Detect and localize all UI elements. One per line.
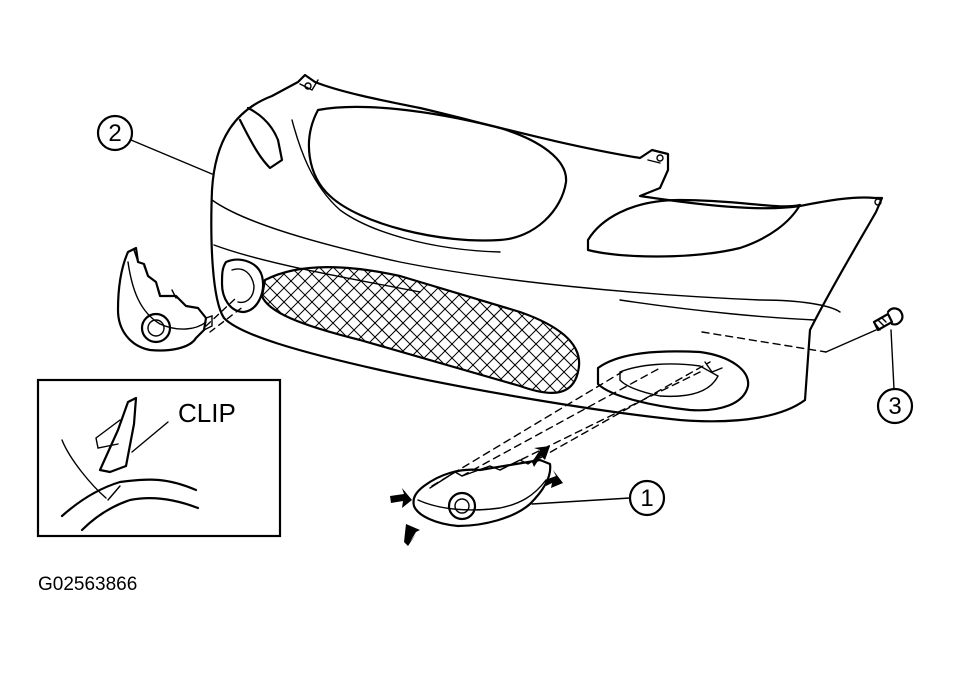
mesh-line — [262, 267, 323, 393]
mesh-line — [262, 267, 281, 393]
mesh-line — [64, 250, 224, 410]
figure-id: G02563866 — [38, 574, 137, 595]
callout-3-label: 3 — [888, 393, 901, 420]
mesh-line — [511, 267, 580, 393]
mesh-line — [567, 267, 580, 393]
mesh-line — [64, 250, 224, 410]
mesh-line — [666, 250, 826, 410]
mesh-line — [553, 267, 580, 393]
mesh-line — [624, 250, 784, 410]
mesh-line — [539, 267, 580, 393]
clip-detail-inset: CLIP — [36, 378, 282, 538]
mesh-line — [582, 250, 742, 410]
mesh-line — [262, 267, 309, 393]
mesh-line — [582, 250, 742, 410]
front-bumper — [64, 73, 884, 423]
mesh-line — [610, 250, 770, 410]
mesh-line — [666, 250, 826, 410]
left-fog-lamp-cover — [116, 246, 245, 352]
mesh-line — [624, 250, 784, 410]
callout-3: 3 — [876, 329, 914, 425]
mesh-line — [262, 267, 337, 393]
mesh-line — [262, 267, 281, 393]
mesh-line — [92, 250, 252, 410]
callout-2: 2 — [96, 114, 213, 175]
mesh-line — [638, 250, 798, 410]
mesh-line — [596, 250, 756, 410]
callout-1-label: 1 — [640, 485, 653, 512]
mesh-line — [525, 267, 580, 393]
mesh-line — [610, 250, 770, 410]
callout-1: 1 — [531, 479, 666, 517]
fog-lamp-cover — [390, 361, 711, 546]
mesh-line — [553, 267, 580, 393]
mesh-line — [652, 250, 812, 410]
arrow-icons — [390, 446, 563, 546]
screw — [701, 307, 904, 353]
mesh-line — [92, 250, 252, 410]
mesh-line — [652, 250, 812, 410]
mesh-line — [638, 250, 798, 410]
clip-label: CLIP — [178, 398, 236, 428]
mesh-line — [596, 250, 756, 410]
callout-2-label: 2 — [108, 120, 121, 147]
mesh-line — [567, 267, 580, 393]
